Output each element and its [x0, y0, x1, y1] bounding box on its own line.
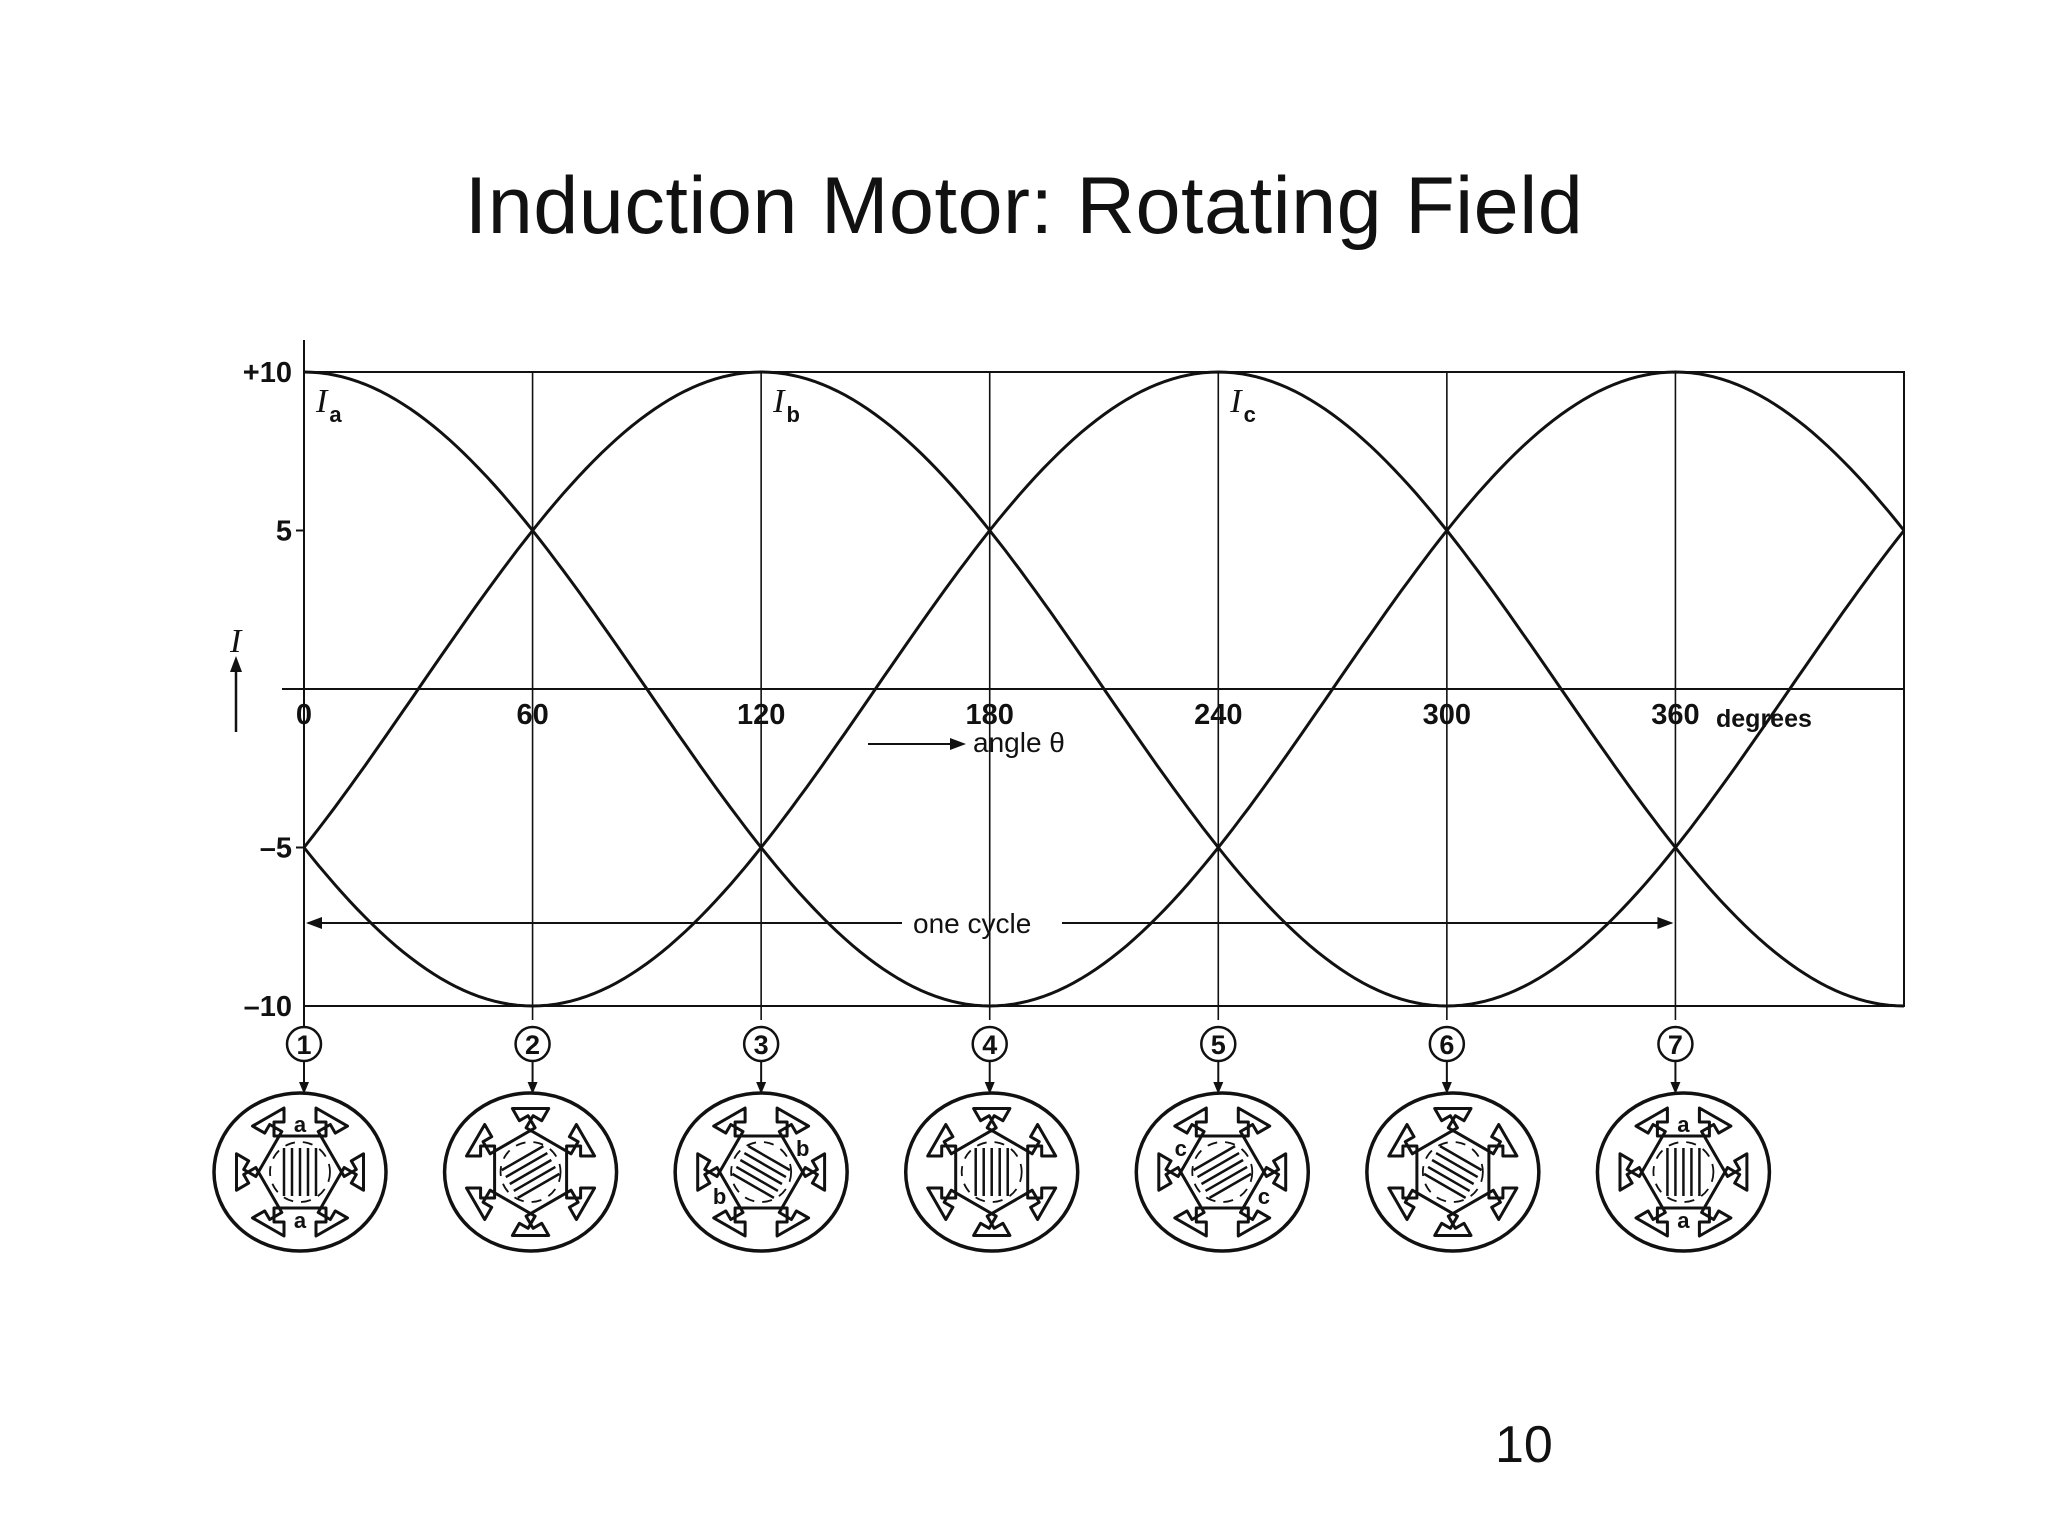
y-tick-label: –5 [260, 833, 292, 865]
tick-labels: 0 60 120 180 240 300 360 +10 5 –5 –10 [243, 357, 1700, 1023]
field-line [517, 1172, 560, 1199]
annotation-arrows [230, 656, 1674, 929]
grid-lines [282, 372, 1904, 1020]
field-line [1208, 1172, 1252, 1199]
x-axis-label: angle θ [973, 727, 1065, 758]
curve-Ia [303, 370, 1906, 1008]
step-marker-number: 5 [1211, 1030, 1226, 1060]
curve-label-Ia: Ia [315, 383, 342, 427]
field-line [743, 1151, 787, 1179]
page-number: 10 [1495, 1416, 1553, 1474]
field-line [739, 1158, 783, 1186]
pole-label: a [294, 1208, 307, 1233]
y-tick-label: 5 [276, 516, 292, 548]
field-line [731, 1172, 775, 1199]
curve-Ib [302, 370, 1906, 1008]
x-unit-label: degrees [1716, 705, 1812, 733]
step-marker-number: 4 [982, 1030, 997, 1060]
angle-arrow-head [950, 738, 966, 750]
pole-label: b [796, 1136, 809, 1161]
step-arrow-head [1213, 1082, 1224, 1094]
rotor-outline [960, 1141, 1023, 1203]
stator-snapshots: 1 a a 2 3 b b 4 5 c c 6 7 a a [212, 1025, 1772, 1253]
field-line [1204, 1165, 1248, 1193]
pole-label: a [294, 1112, 307, 1137]
step-arrow-head [1441, 1082, 1452, 1094]
current-arrow-head [230, 656, 242, 672]
field-line [1431, 1158, 1475, 1186]
step-marker-circle [1428, 1025, 1466, 1063]
pole-label: a [1677, 1208, 1690, 1233]
field-line [1423, 1172, 1467, 1199]
field-line [1427, 1165, 1471, 1193]
x-tick-label: 360 [1651, 699, 1699, 731]
y-axis-label: I [229, 623, 243, 660]
field-line [735, 1165, 779, 1193]
slide-title: Induction Motor: Rotating Field [464, 161, 1584, 251]
pole-label: c [1175, 1136, 1187, 1161]
step-marker-circle [742, 1025, 780, 1063]
field-line [513, 1165, 556, 1193]
curve-label-Ic: Ic [1229, 383, 1256, 427]
field-line [1200, 1158, 1244, 1186]
snapshot-7: 7 a a [1595, 1025, 1772, 1253]
step-arrow-head [756, 1082, 767, 1094]
rotor-outline [499, 1141, 562, 1203]
step-marker-number: 6 [1439, 1030, 1454, 1060]
axis-annotations: degrees angle θ I one cycle [229, 623, 1812, 939]
field-line [1439, 1145, 1483, 1172]
snapshot-6: 6 [1365, 1025, 1541, 1253]
step-marker-number: 1 [296, 1030, 311, 1060]
y-tick-label: –10 [244, 991, 292, 1023]
step-marker-circle [971, 1025, 1008, 1063]
snapshot-3: 3 b b [673, 1025, 849, 1253]
step-marker-number: 2 [525, 1030, 540, 1060]
rotor-outline [1191, 1141, 1254, 1203]
step-marker-circle [1200, 1025, 1237, 1063]
snapshot-2: 2 [442, 1025, 619, 1253]
x-tick-label: 0 [296, 699, 312, 731]
snapshot-4: 4 [903, 1025, 1080, 1253]
curves [302, 370, 1906, 1008]
x-tick-label: 120 [737, 699, 785, 731]
snapshot-5: 5 c c [1134, 1025, 1311, 1253]
rotor-outline [1652, 1141, 1715, 1203]
field-line [1196, 1151, 1240, 1179]
step-marker-circle [285, 1025, 323, 1063]
pole-label: c [1258, 1184, 1270, 1209]
step-marker-number: 7 [1668, 1030, 1683, 1060]
rotor-outline [269, 1141, 331, 1203]
field-line [505, 1151, 548, 1179]
snapshot-1: 1 a a [212, 1025, 388, 1253]
step-arrow-head [299, 1082, 309, 1094]
curve-label-Ib: Ib [772, 383, 800, 427]
step-arrow-head [1670, 1082, 1681, 1094]
field-line [1435, 1151, 1479, 1179]
field-line [509, 1158, 552, 1186]
curve-labels: Ia Ib Ic [315, 383, 1256, 427]
x-tick-label: 60 [516, 699, 548, 731]
pole-label: b [713, 1184, 726, 1209]
x-tick-label: 240 [1194, 699, 1242, 731]
rotor-outline [1421, 1141, 1484, 1203]
field-line [1192, 1145, 1236, 1172]
field-line [747, 1145, 791, 1172]
rotor-outline [730, 1141, 793, 1203]
y-tick-label: +10 [243, 357, 292, 389]
curve-Ic [302, 370, 1905, 1008]
x-tick-label: 180 [966, 699, 1014, 731]
step-arrow-head [984, 1082, 995, 1094]
one-cycle-label: one cycle [913, 908, 1031, 939]
step-marker-circle [514, 1025, 551, 1063]
step-marker-number: 3 [754, 1030, 769, 1060]
cycle-arrow-left [306, 917, 322, 929]
pole-label: a [1677, 1112, 1690, 1137]
field-line [501, 1145, 544, 1172]
step-marker-circle [1657, 1025, 1694, 1063]
cycle-arrow-right [1657, 917, 1674, 929]
x-tick-label: 300 [1423, 699, 1471, 731]
step-arrow-head [527, 1082, 538, 1094]
